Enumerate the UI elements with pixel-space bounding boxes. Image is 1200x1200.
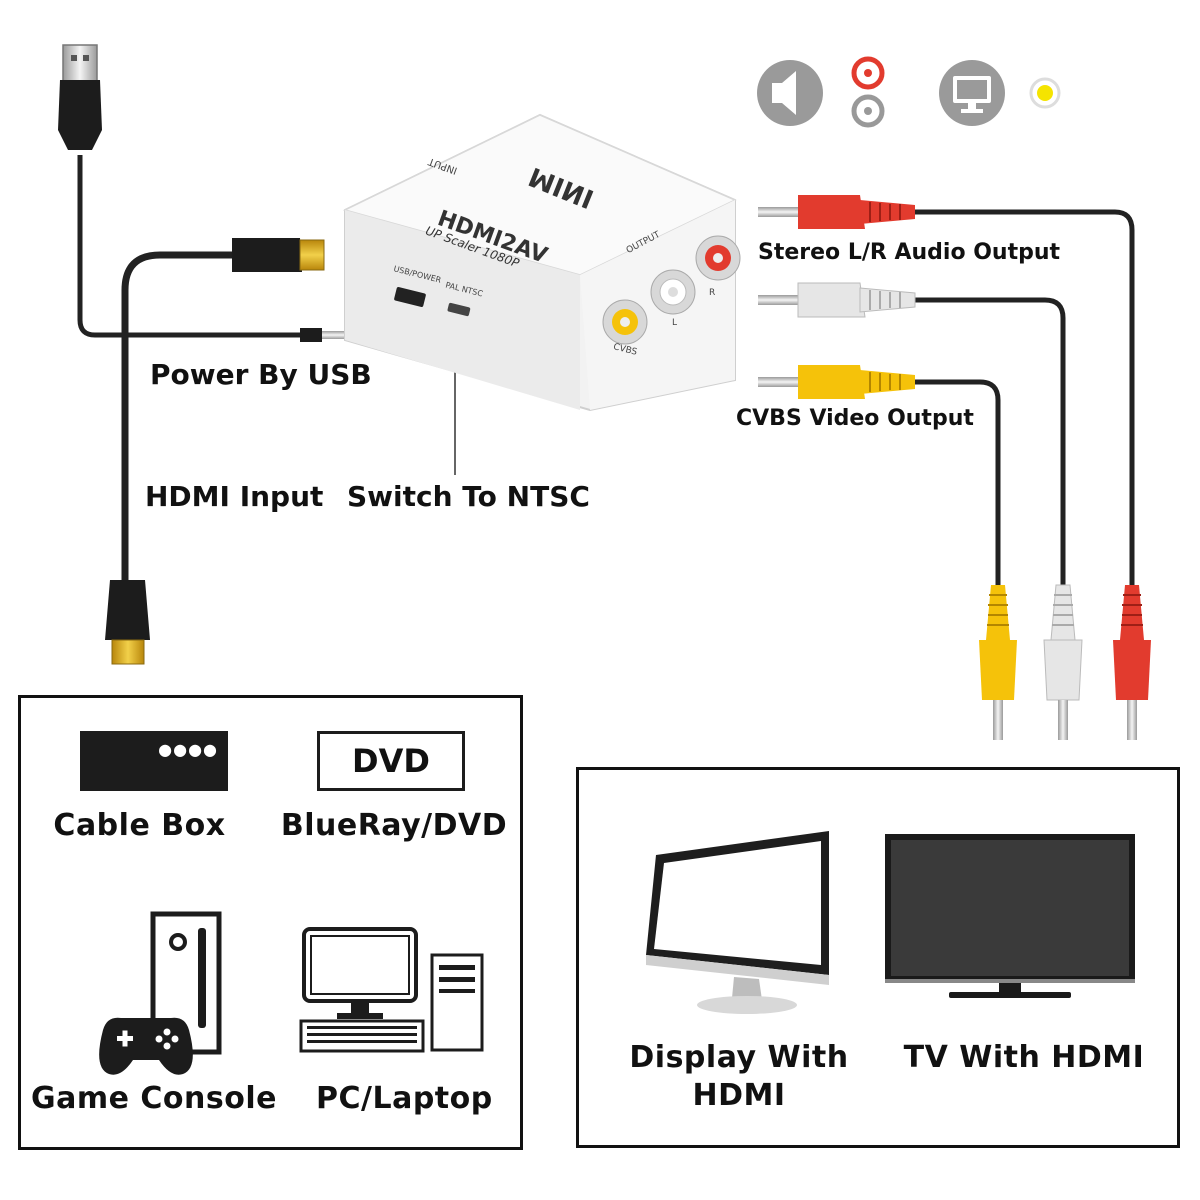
converter-box bbox=[342, 113, 741, 412]
dvd-icon: DVD bbox=[317, 731, 465, 791]
hdmi-cable bbox=[105, 238, 325, 665]
hdmi-plug-top-tip bbox=[299, 239, 325, 271]
tv-label: TV With HDMI bbox=[903, 1040, 1145, 1075]
game-console-icon bbox=[99, 911, 222, 1075]
audio-jacks-icon bbox=[851, 56, 885, 128]
pal-ntsc-switch bbox=[447, 302, 471, 317]
yellow-plug-bottom bbox=[979, 585, 1017, 740]
red-plug-top bbox=[758, 195, 915, 229]
tv-icon bbox=[885, 834, 1135, 998]
white-plug-top bbox=[758, 282, 916, 318]
device-jack-r-label: R bbox=[709, 288, 716, 298]
video-output-label: CVBS Video Output bbox=[736, 406, 974, 431]
hdmi-input-label: HDMI Input bbox=[145, 480, 324, 513]
usb-power-port bbox=[394, 287, 426, 307]
red-plug-bottom bbox=[1113, 585, 1151, 740]
white-plug-bottom bbox=[1043, 584, 1083, 740]
usb-plug-metal bbox=[62, 44, 98, 82]
device-jack-l-label: L bbox=[672, 318, 678, 328]
usb-power-cable bbox=[58, 44, 350, 342]
sources-panel: ●●●● Cable Box DVD BlueRay/DVD Game Cons… bbox=[18, 695, 523, 1150]
source-label-cable-box: Cable Box bbox=[53, 808, 226, 843]
displays-panel: Display With HDMI TV With HDMI bbox=[576, 767, 1180, 1148]
usb-plug-body bbox=[58, 80, 102, 150]
source-label-dvd: BlueRay/DVD bbox=[280, 808, 508, 843]
video-jack-icon bbox=[1029, 77, 1061, 109]
display-label-line1: Display With bbox=[629, 1040, 849, 1075]
switch-to-ntsc-label: Switch To NTSC bbox=[347, 480, 590, 513]
cable-box-icon: ●●●● bbox=[80, 731, 228, 791]
dvd-badge-text: DVD bbox=[352, 742, 430, 780]
audio-output-label: Stereo L/R Audio Output bbox=[758, 240, 1061, 265]
mini-usb-tip bbox=[322, 331, 350, 339]
hdmi-plug-bottom-body bbox=[105, 580, 150, 640]
hdmi-plug-top-body bbox=[232, 238, 302, 272]
monitor-icon bbox=[646, 831, 829, 1014]
hdmi-plug-bottom-tip bbox=[111, 639, 145, 665]
power-by-usb-label: Power By USB bbox=[150, 358, 372, 391]
yellow-plug-top bbox=[758, 365, 915, 399]
pc-icon bbox=[299, 927, 484, 1053]
rca-cables bbox=[758, 195, 1151, 740]
display-label-line2: HDMI bbox=[692, 1078, 786, 1113]
speaker-icon bbox=[757, 60, 823, 126]
monitor-legend-icon bbox=[939, 60, 1005, 126]
source-label-pc: PC/Laptop bbox=[316, 1081, 493, 1116]
source-label-game-console: Game Console bbox=[31, 1081, 277, 1116]
